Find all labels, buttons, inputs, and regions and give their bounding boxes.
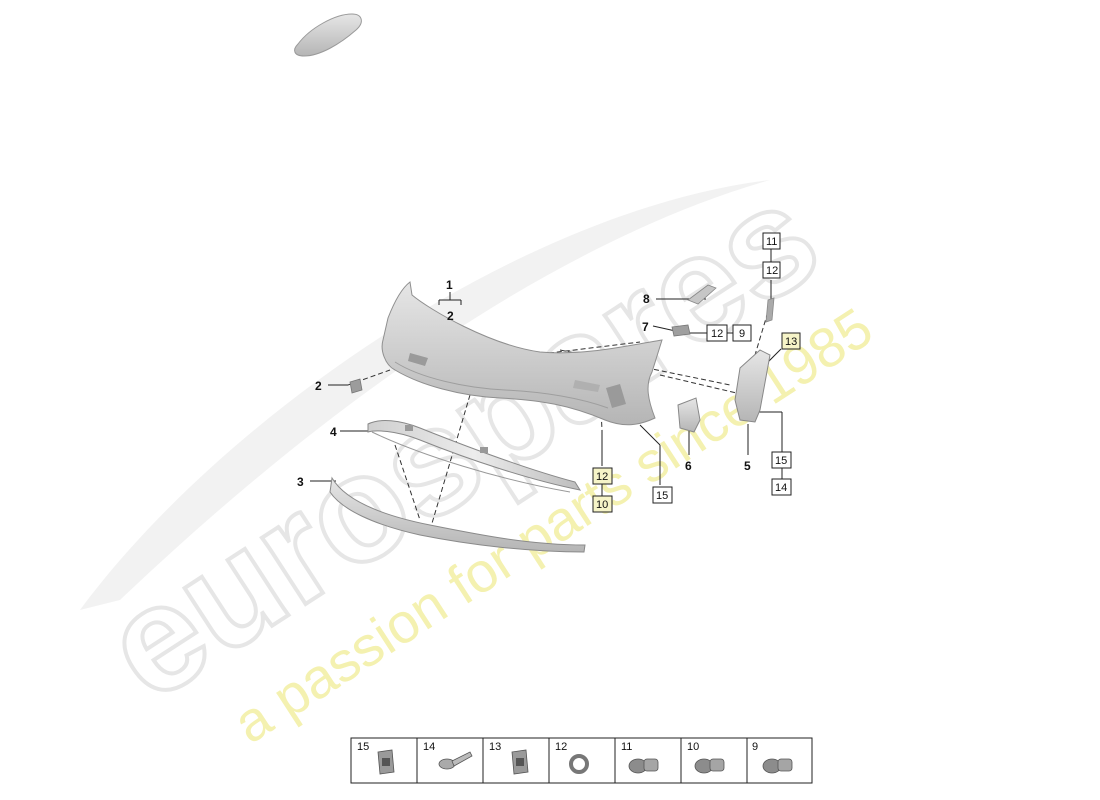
callout-3: 3: [297, 475, 304, 489]
strip-part-8[interactable]: [687, 284, 717, 305]
legend-cell-14[interactable]: 14: [423, 741, 473, 770]
grille-frame-part[interactable]: [367, 420, 582, 493]
box-15-right: 15: [771, 451, 792, 469]
watermark-swoosh: [80, 180, 770, 610]
box-15-center: 15: [652, 486, 673, 504]
car-thumbnail-icon: [294, 13, 362, 57]
svg-text:14: 14: [423, 741, 435, 753]
clip-nut-icon: [377, 749, 395, 775]
legend-cell-15[interactable]: 15: [357, 741, 395, 775]
callout-6: 6: [685, 459, 692, 473]
front-bumper-part[interactable]: [381, 281, 663, 426]
lip-spoiler-part[interactable]: [329, 476, 586, 553]
box-11: 11: [762, 232, 781, 250]
svg-text:11: 11: [621, 741, 632, 753]
callout-7: 7: [642, 320, 649, 334]
callout-5: 5: [744, 459, 751, 473]
svg-text:12: 12: [711, 328, 723, 340]
callout-1: 1: [446, 278, 453, 292]
svg-text:9: 9: [739, 328, 745, 340]
svg-text:9: 9: [752, 741, 758, 753]
svg-text:13: 13: [489, 741, 501, 753]
box-14: 14: [771, 478, 792, 496]
callout-4: 4: [330, 425, 337, 439]
svg-text:12: 12: [766, 265, 778, 277]
legend-cell-12[interactable]: 12: [555, 741, 589, 774]
svg-text:13: 13: [785, 336, 797, 348]
svg-text:10: 10: [596, 499, 608, 511]
callout-labels: 1 2 2 4 3 8 7 6 5: [297, 278, 751, 489]
callout-2-left: 2: [315, 379, 322, 393]
box-12-lower: 12: [592, 467, 613, 485]
legend-cell-9[interactable]: 9: [752, 741, 793, 774]
parking-sensor-icon: [628, 758, 659, 774]
svg-text:15: 15: [357, 741, 369, 753]
legend-cell-11[interactable]: 11: [621, 741, 659, 774]
parking-sensor-icon: [762, 758, 793, 774]
parking-sensor-icon: [694, 758, 725, 774]
clip-part-2[interactable]: [349, 378, 363, 394]
side-trim-part-5[interactable]: [734, 297, 775, 423]
box-13: 13: [781, 332, 801, 350]
bracket-part-6[interactable]: [677, 397, 701, 433]
clip-nut-icon: [511, 749, 529, 775]
box-10: 10: [592, 495, 613, 513]
box-9: 9: [732, 324, 752, 342]
box-12-top: 12: [762, 261, 781, 279]
svg-text:10: 10: [687, 741, 699, 753]
reference-boxes: 11 12 13 12 9 12 10 15: [592, 232, 801, 513]
svg-text:14: 14: [775, 482, 787, 494]
push-rivet-icon: [438, 751, 473, 770]
svg-text:12: 12: [555, 741, 567, 753]
fastener-legend: 15 14 13 12 11: [350, 737, 813, 784]
legend-cell-13[interactable]: 13: [489, 741, 529, 775]
ring-seal-icon: [569, 754, 589, 774]
callout-8: 8: [643, 292, 650, 306]
callout-2-top: 2: [447, 309, 454, 323]
clip-part-7[interactable]: [671, 324, 691, 337]
svg-text:15: 15: [775, 455, 787, 467]
legend-cell-10[interactable]: 10: [687, 741, 725, 774]
box-12-mid: 12: [706, 324, 728, 342]
svg-text:12: 12: [596, 471, 608, 483]
svg-text:15: 15: [656, 490, 668, 502]
svg-text:11: 11: [766, 236, 777, 248]
